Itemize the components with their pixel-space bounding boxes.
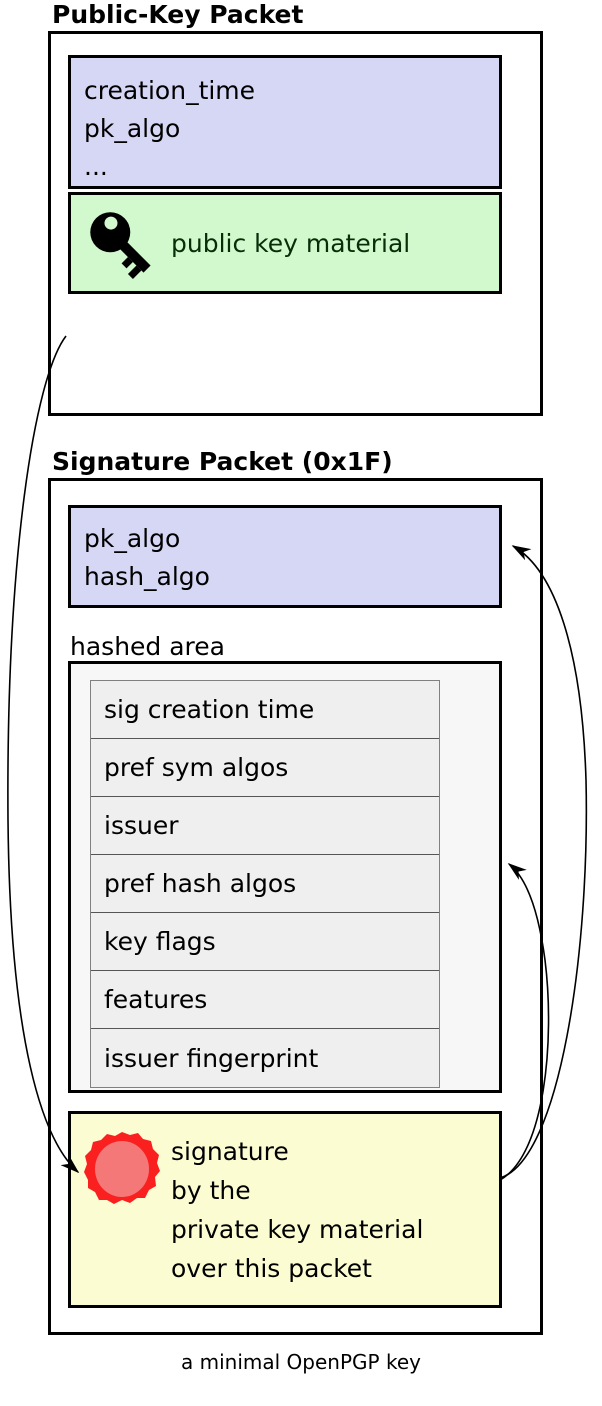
list-item: issuer [91, 797, 439, 855]
public-key-header-fields-box: creation_time pk_algo ... [68, 55, 502, 189]
list-item: issuer fingerprint [104, 1043, 319, 1073]
list-item: pref sym algos [91, 739, 439, 797]
key-icon [90, 212, 151, 279]
public-key-material-label: public key material [171, 229, 411, 258]
wax-seal-icon [84, 1132, 160, 1204]
diagram-caption: a minimal OpenPGP key [181, 1350, 421, 1374]
public-key-header-fields-text: creation_time pk_algo ... [84, 76, 256, 181]
signature-block-text: signature by the private key material ov… [171, 1137, 424, 1283]
subpacket-table: sig creation time pref sym algos issuer … [90, 680, 440, 1088]
list-item: features [91, 971, 439, 1029]
hashed-area-box: sig creation time pref sym algos issuer … [68, 661, 502, 1093]
signature-packet-title: Signature Packet (0x1F) [52, 447, 393, 476]
list-item: pref hash algos [91, 855, 439, 913]
signature-header-fields-text: pk_algo hash_algo [84, 524, 210, 591]
signature-block-box: signature by the private key material ov… [68, 1111, 502, 1308]
hashed-area-label: hashed area [70, 632, 225, 661]
list-item: key flags [91, 913, 439, 971]
public-key-packet-title: Public-Key Packet [52, 0, 304, 29]
signature-header-fields-box: pk_algo hash_algo [68, 505, 502, 608]
list-item: sig creation time [91, 681, 439, 739]
public-key-material-box: public key material [68, 192, 502, 294]
